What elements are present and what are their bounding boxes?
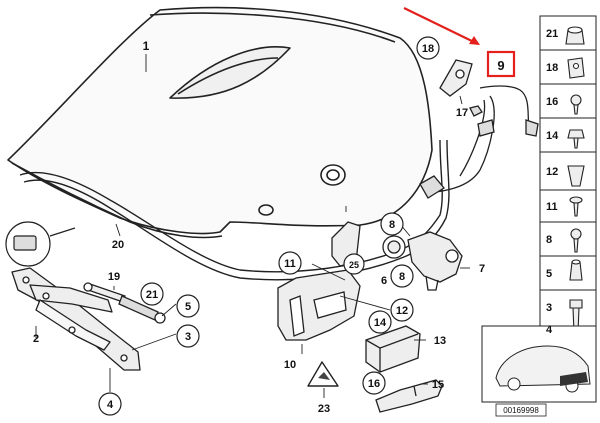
bracket-and-harness <box>419 59 539 199</box>
highlighted-part-label: 9 <box>497 58 504 73</box>
actuator <box>365 325 421 373</box>
part-label: 20 <box>112 239 124 251</box>
callout-label: 21 <box>146 289 158 301</box>
legend-label: 12 <box>546 166 558 178</box>
callout-label: 13 <box>434 335 446 347</box>
expanding-nut-icon <box>567 165 585 187</box>
callout-label: 5 <box>185 301 191 313</box>
legend-label: 4 <box>546 324 553 336</box>
part-label: 17 <box>456 107 468 119</box>
legend-label: 21 <box>546 28 558 40</box>
legend-label: 8 <box>546 234 552 246</box>
leader-lines <box>35 54 470 398</box>
callout-label: 14 <box>374 317 387 329</box>
legend-label: 14 <box>546 130 559 142</box>
part-label: 2 <box>33 333 39 345</box>
callout-label: 4 <box>107 399 114 411</box>
clip-icon <box>567 57 585 79</box>
part-label: 23 <box>318 403 330 415</box>
callout-label: 25 <box>349 260 359 270</box>
callout-label: 8 <box>389 219 395 231</box>
plain-labels: 1 9 17 20 19 2 7 10 15 23 <box>33 39 505 415</box>
part-label: 19 <box>108 271 120 283</box>
legend-label: 11 <box>546 201 558 213</box>
callout-label: 6 <box>381 275 387 287</box>
part-label: 1 <box>143 39 150 53</box>
grab-handle <box>375 379 443 413</box>
catalog-number-frame <box>495 403 547 417</box>
screw-icon <box>569 196 583 217</box>
legend-label: 18 <box>546 62 558 74</box>
callout-numbers: 18 8 11 25 6 8 12 14 13 16 21 5 3 4 <box>107 43 446 411</box>
latch-assembly <box>331 221 463 291</box>
callout-label: 11 <box>284 258 296 270</box>
callout-label: 3 <box>185 331 191 343</box>
part-label: 10 <box>284 359 296 371</box>
handle-cover <box>277 269 361 341</box>
legend-label: 16 <box>546 96 558 108</box>
catalog-number: 00169998 <box>503 406 539 415</box>
trunk-lid <box>7 6 433 239</box>
legend-parts <box>565 26 585 333</box>
legend-label: 5 <box>546 268 552 280</box>
car-thumbnail <box>481 325 597 403</box>
bolt-icon <box>570 228 582 253</box>
nut-icon <box>569 259 583 281</box>
highlight-box <box>486 50 516 78</box>
callout-label: 8 <box>399 271 405 283</box>
rubber-stop-icon <box>565 26 585 45</box>
hinge-assembly <box>11 267 141 371</box>
callout-label: 18 <box>422 43 434 55</box>
part-label: 15 <box>432 379 444 391</box>
detail-magnifier <box>5 221 76 267</box>
warning-triangle-icon <box>307 361 339 387</box>
callout-label: 16 <box>368 378 380 390</box>
screw-icon <box>570 94 582 115</box>
callout-label: 12 <box>396 305 408 317</box>
gas-strut <box>83 282 166 324</box>
legend-numbers: 21 18 16 14 12 11 8 5 3 4 <box>546 28 559 336</box>
legend-label: 3 <box>546 302 552 314</box>
red-highlight-arrow <box>403 7 480 45</box>
screw-icon <box>567 129 585 149</box>
part-label: 7 <box>479 263 485 275</box>
callout-circles <box>98 36 440 416</box>
